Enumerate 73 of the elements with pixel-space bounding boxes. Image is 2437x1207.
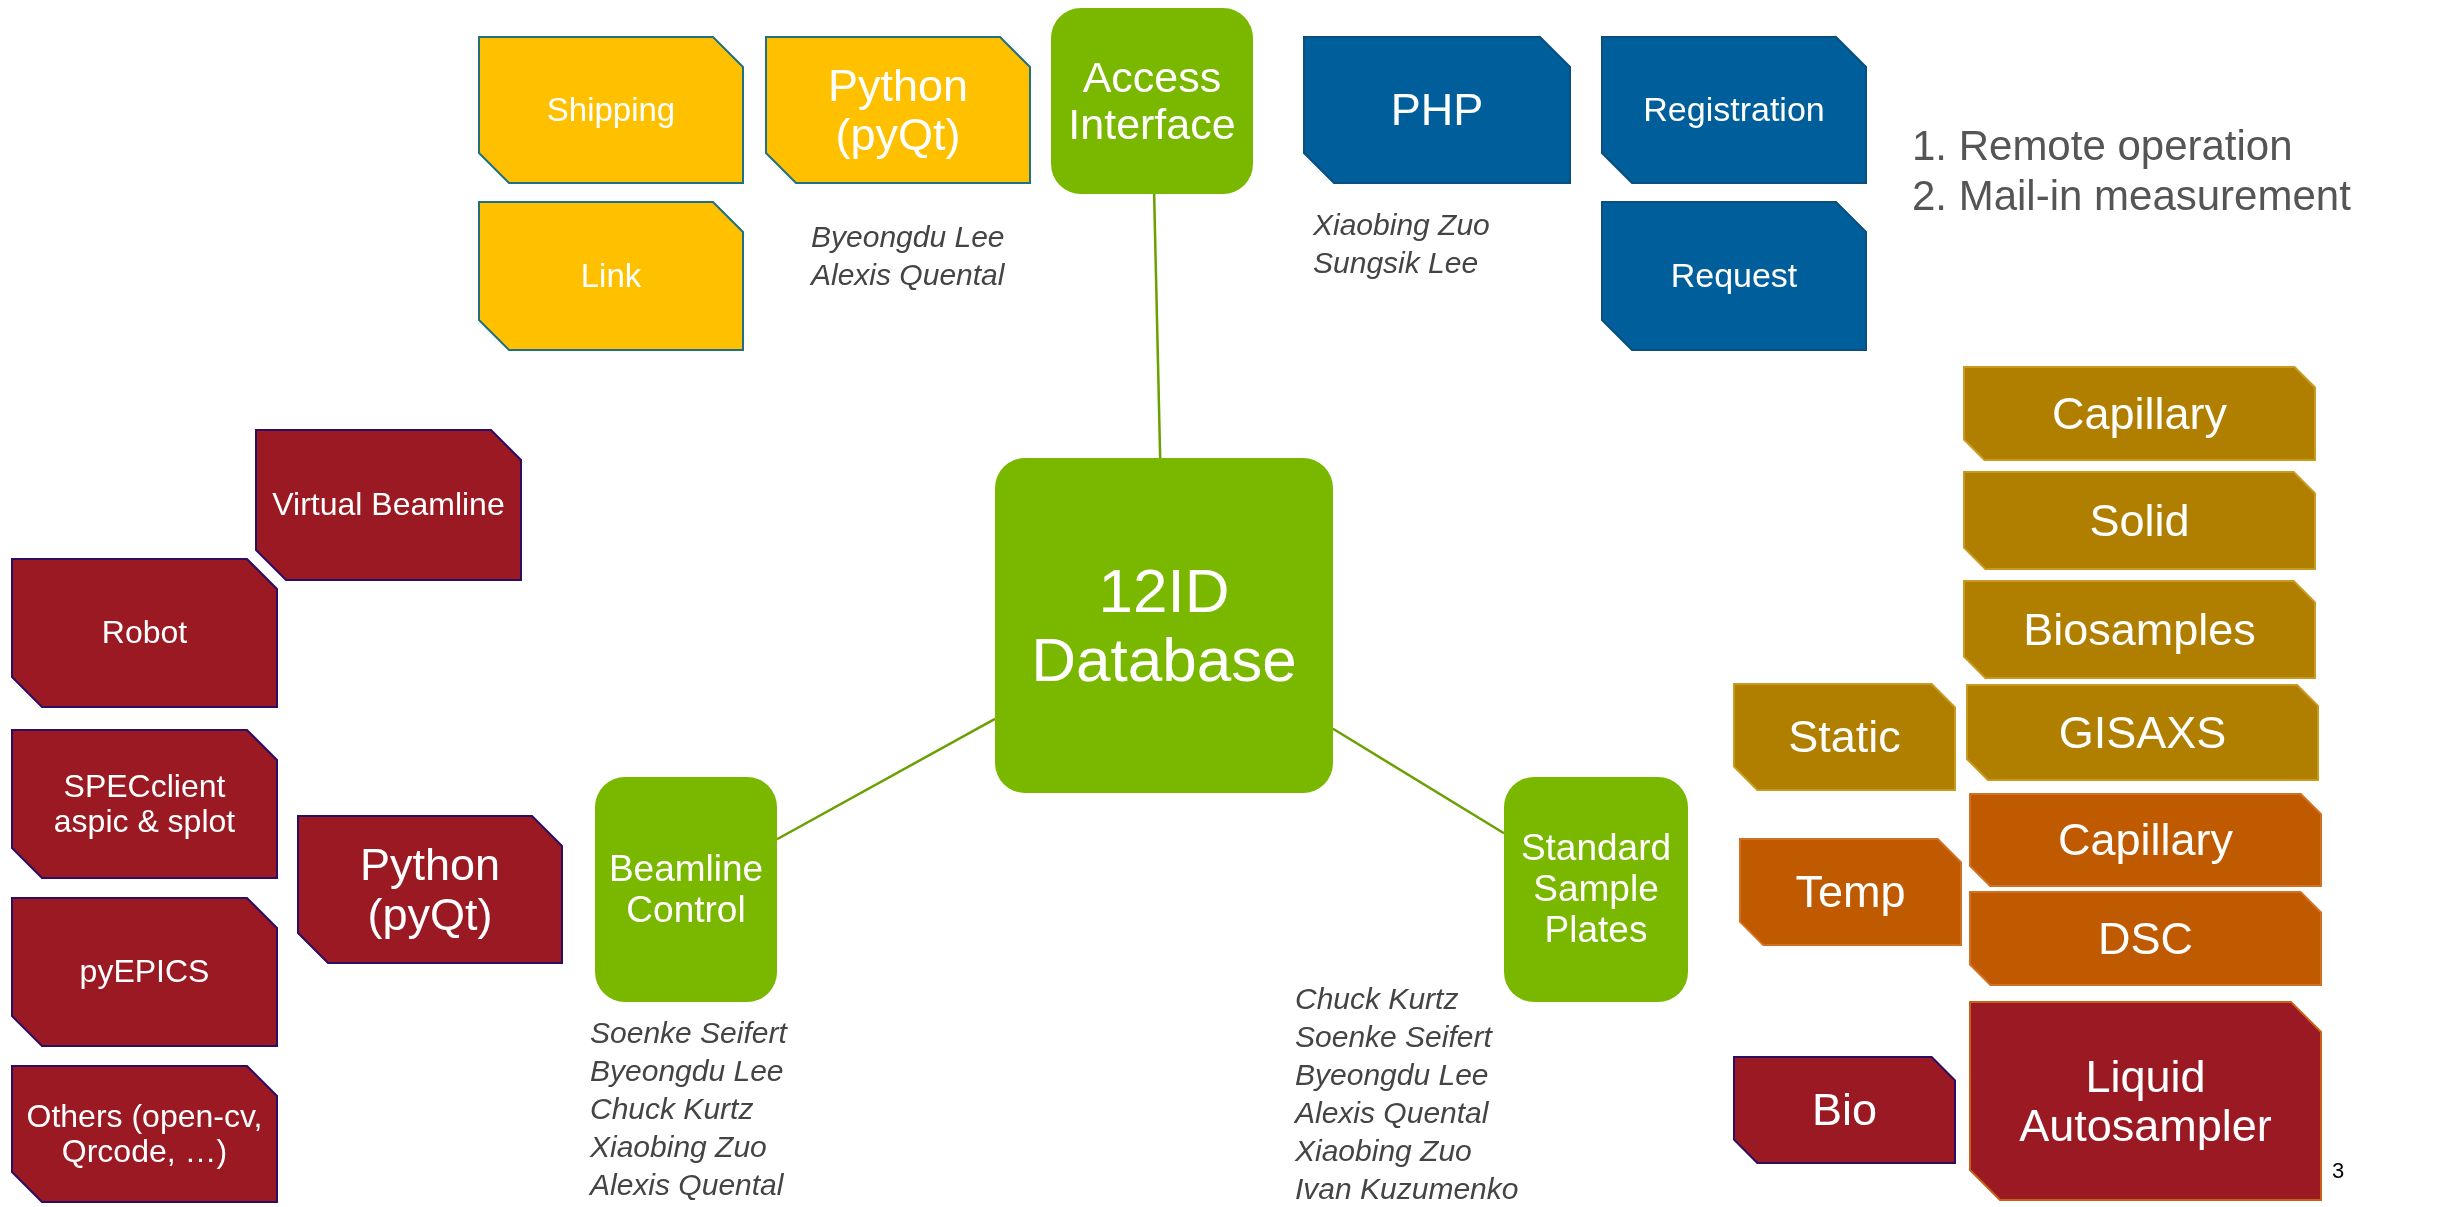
contributor-name: Xiaobing Zuo [1313, 207, 1490, 243]
node-label: Registration [1643, 91, 1825, 129]
snipped-corner-box [1970, 1002, 2321, 1200]
contributor-name: Alexis Quental [590, 1167, 784, 1203]
node-label: DSC [2098, 913, 2193, 964]
connector-line [1332, 727, 1505, 835]
page-number: 3 [2332, 1158, 2345, 1184]
connector-line [776, 717, 996, 841]
snipped-corner-box [479, 202, 743, 350]
node-label: Link [580, 257, 642, 295]
snipped-corner-box [12, 730, 277, 878]
node-label: Access Interface [1067, 53, 1237, 149]
node-label: 12ID Database [1030, 557, 1298, 694]
node-label: Virtual Beamline [272, 487, 505, 523]
snipped-corner-box [1304, 37, 1570, 183]
contributor-name: Byeongdu Lee [590, 1053, 784, 1089]
contributor-name: Xiaobing Zuo [590, 1129, 767, 1165]
rounded-box [595, 777, 777, 1002]
snipped-corner-box [256, 430, 521, 580]
snipped-corner-box [1602, 37, 1866, 183]
rounded-box [995, 458, 1333, 793]
node-label: Liquid Autosampler [2018, 1051, 2273, 1151]
node-label: Robot [101, 615, 188, 651]
contributor-name: Soenke Seifert [590, 1015, 787, 1051]
contributor-name: Soenke Seifert [1295, 1019, 1492, 1055]
contributor-name: Alexis Quental [811, 257, 1005, 293]
node-label: Capillary [2057, 815, 2234, 865]
node-label: Static [1788, 712, 1901, 762]
snipped-corner-box [1964, 472, 2315, 569]
contributor-name: Byeongdu Lee [1295, 1057, 1489, 1093]
snipped-corner-box [1734, 1057, 1955, 1163]
snipped-corner-box [1970, 794, 2321, 886]
node-label: GISAXS [2058, 707, 2227, 758]
snipped-corner-box [1967, 685, 2318, 780]
node-label: PHP [1390, 85, 1484, 135]
snipped-corner-box [766, 37, 1030, 183]
snipped-corner-box [1740, 839, 1961, 945]
node-label: Solid [2089, 495, 2190, 546]
node-label: Request [1670, 257, 1798, 295]
node-label: Temp [1795, 867, 1906, 917]
rounded-box [1051, 8, 1253, 194]
snipped-corner-box [1734, 684, 1955, 790]
snipped-corner-box [1970, 892, 2321, 985]
list-item: 1. Remote operation [1912, 122, 2293, 170]
rounded-box [1504, 777, 1688, 1002]
snipped-corner-box [12, 559, 277, 707]
node-label: Beamline Control [608, 848, 764, 931]
snipped-corner-box [12, 898, 277, 1046]
node-label: Python (pyQt) [826, 60, 970, 160]
contributor-name: Alexis Quental [1295, 1095, 1489, 1131]
snipped-corner-box [1964, 367, 2315, 460]
node-label: Bio [1811, 1085, 1877, 1135]
contributor-name: Ivan Kuzumenko [1295, 1171, 1519, 1207]
node-label: Python (pyQt) [358, 840, 502, 939]
contributor-name: Xiaobing Zuo [1295, 1133, 1472, 1169]
snipped-corner-box [298, 816, 562, 963]
snipped-corner-box [12, 1066, 277, 1202]
node-label: Standard Sample Plates [1519, 828, 1673, 951]
contributor-name: Chuck Kurtz [1295, 981, 1459, 1017]
node-label: Others (open-cv, Qrcode, …) [26, 1098, 263, 1170]
node-label: SPECclient aspic & splot [52, 768, 237, 840]
contributor-name: Byeongdu Lee [811, 219, 1005, 255]
node-label: Shipping [546, 91, 676, 129]
snipped-corner-box [479, 37, 743, 183]
snipped-corner-box [1602, 202, 1866, 350]
connector-line [1152, 193, 1162, 459]
contributor-name: Sungsik Lee [1313, 245, 1479, 281]
node-label: Capillary [2051, 388, 2228, 439]
node-label: pyEPICS [79, 954, 210, 990]
snipped-corner-box [1964, 581, 2315, 678]
list-item: 2. Mail-in measurement [1912, 172, 2351, 220]
contributor-name: Chuck Kurtz [590, 1091, 754, 1127]
node-label: Biosamples [2023, 604, 2256, 655]
